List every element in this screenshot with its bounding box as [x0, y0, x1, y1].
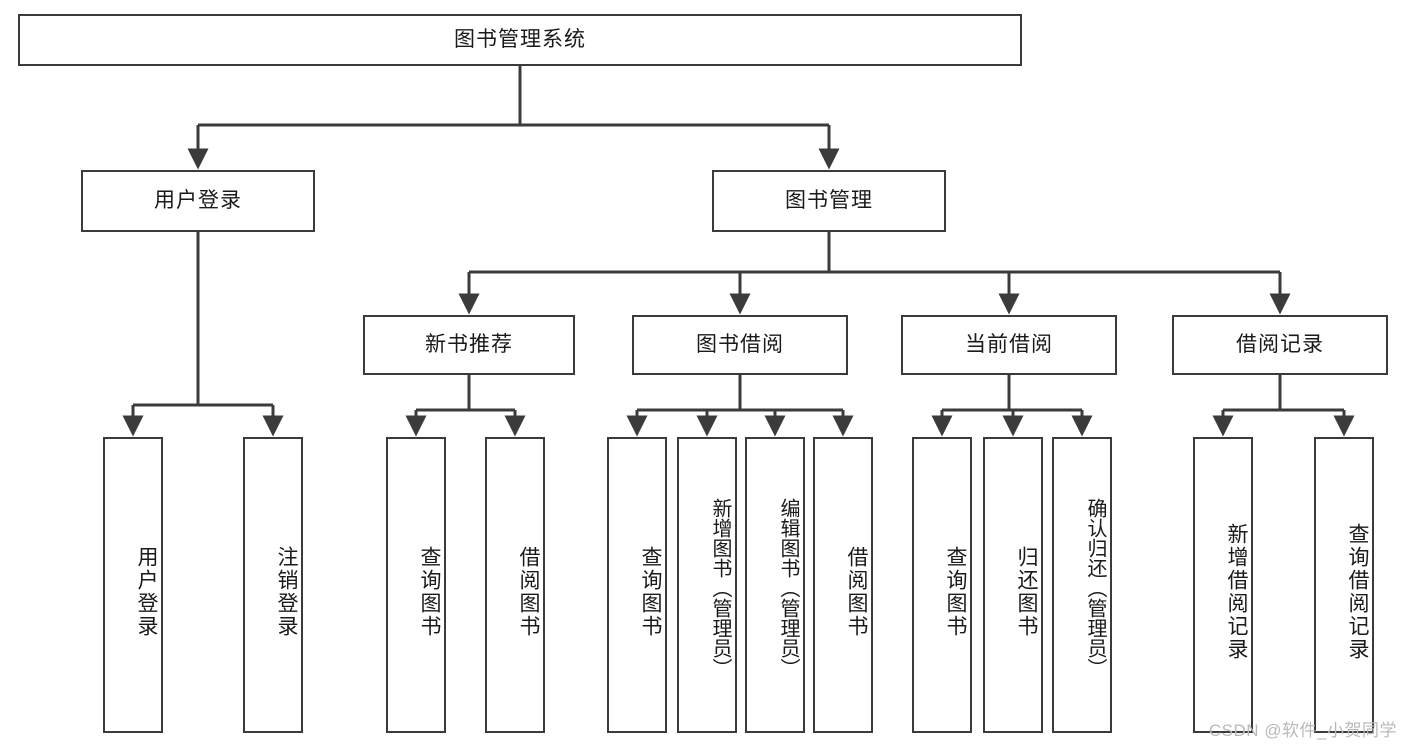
node-leaf-borrow-book-1[interactable]: 借阅图书	[485, 437, 545, 733]
node-user-login[interactable]: 用户登录	[81, 170, 315, 232]
node-borrow-record[interactable]: 借阅记录	[1172, 315, 1388, 375]
node-leaf-query-book-1[interactable]: 查询图书	[386, 437, 446, 733]
node-leaf-add-book[interactable]: 新增图书（管理员）	[677, 437, 737, 733]
node-leaf-borrow-book-2[interactable]: 借阅图书	[813, 437, 873, 733]
node-leaf-query-record[interactable]: 查询借阅记录	[1314, 437, 1374, 733]
node-root[interactable]: 图书管理系统	[18, 14, 1022, 66]
node-leaf-query-book-3[interactable]: 查询图书	[912, 437, 972, 733]
node-new-book-recommend[interactable]: 新书推荐	[363, 315, 575, 375]
node-leaf-return-book[interactable]: 归还图书	[983, 437, 1043, 733]
node-leaf-add-record[interactable]: 新增借阅记录	[1193, 437, 1253, 733]
node-current-borrow[interactable]: 当前借阅	[901, 315, 1117, 375]
node-leaf-query-book-2[interactable]: 查询图书	[607, 437, 667, 733]
node-leaf-edit-book[interactable]: 编辑图书（管理员）	[745, 437, 805, 733]
node-leaf-confirm-return[interactable]: 确认归还（管理员）	[1052, 437, 1112, 733]
node-leaf-user-login[interactable]: 用户登录	[103, 437, 163, 733]
node-book-borrow[interactable]: 图书借阅	[632, 315, 848, 375]
node-leaf-logout-login[interactable]: 注销登录	[243, 437, 303, 733]
node-book-manage[interactable]: 图书管理	[712, 170, 946, 232]
watermark: CSDN @软件_小贺同学	[1208, 721, 1397, 740]
